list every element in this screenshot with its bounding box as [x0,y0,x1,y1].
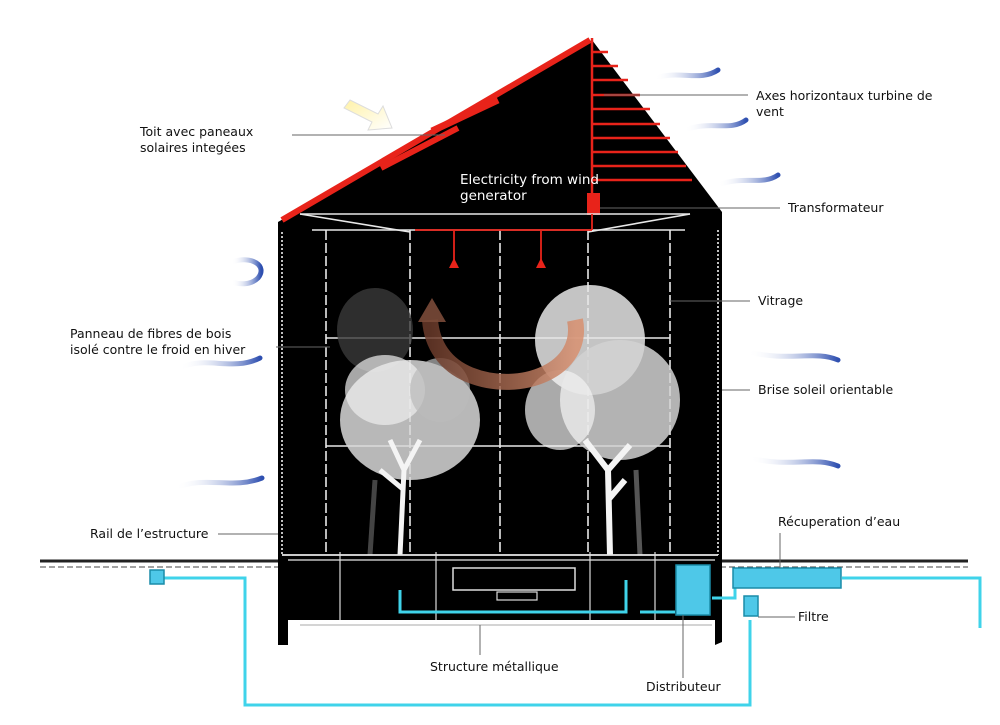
airflow-arrow [418,298,584,390]
water-system [158,576,982,707]
label-structure-rail: Rail de l’estructure [90,526,209,541]
label-wind-turbine-axes: Axes horizontaux turbine de vent [756,88,933,119]
filter-box [743,595,759,617]
wind-arrows [173,67,841,491]
label-metal-structure: Structure métallique [430,659,559,674]
label-sunshade: Brise soleil orientable [758,382,894,397]
water-recovery-tank [732,567,842,589]
leader-lines [218,94,795,678]
transformer-box [587,193,600,215]
electric-wiring [415,214,593,260]
tree-left [337,288,480,556]
floor-structure [282,552,718,626]
label-electricity-from-wind: Electricity from wind generator [460,172,599,204]
label-glazing: Vitrage [758,293,804,308]
distributor-tank [675,564,711,616]
label-filter: Filtre [798,609,829,624]
gutter-inlet [149,569,165,585]
label-roof-solar-panels: Toit avec paneaux solaires integées [140,124,254,155]
label-water-recovery: Récuperation d’eau [778,514,901,529]
label-wood-fiber-panel: Panneau de fibres de bois isolé contre l… [70,326,246,357]
label-distributor: Distributeur [646,679,721,694]
light-fixture-right [536,258,546,268]
light-fixture-left [449,258,459,268]
roof-solar-panel [280,37,592,223]
sun-arrow [343,99,393,131]
ground [40,559,968,568]
label-transformer: Transformateur [788,200,884,215]
